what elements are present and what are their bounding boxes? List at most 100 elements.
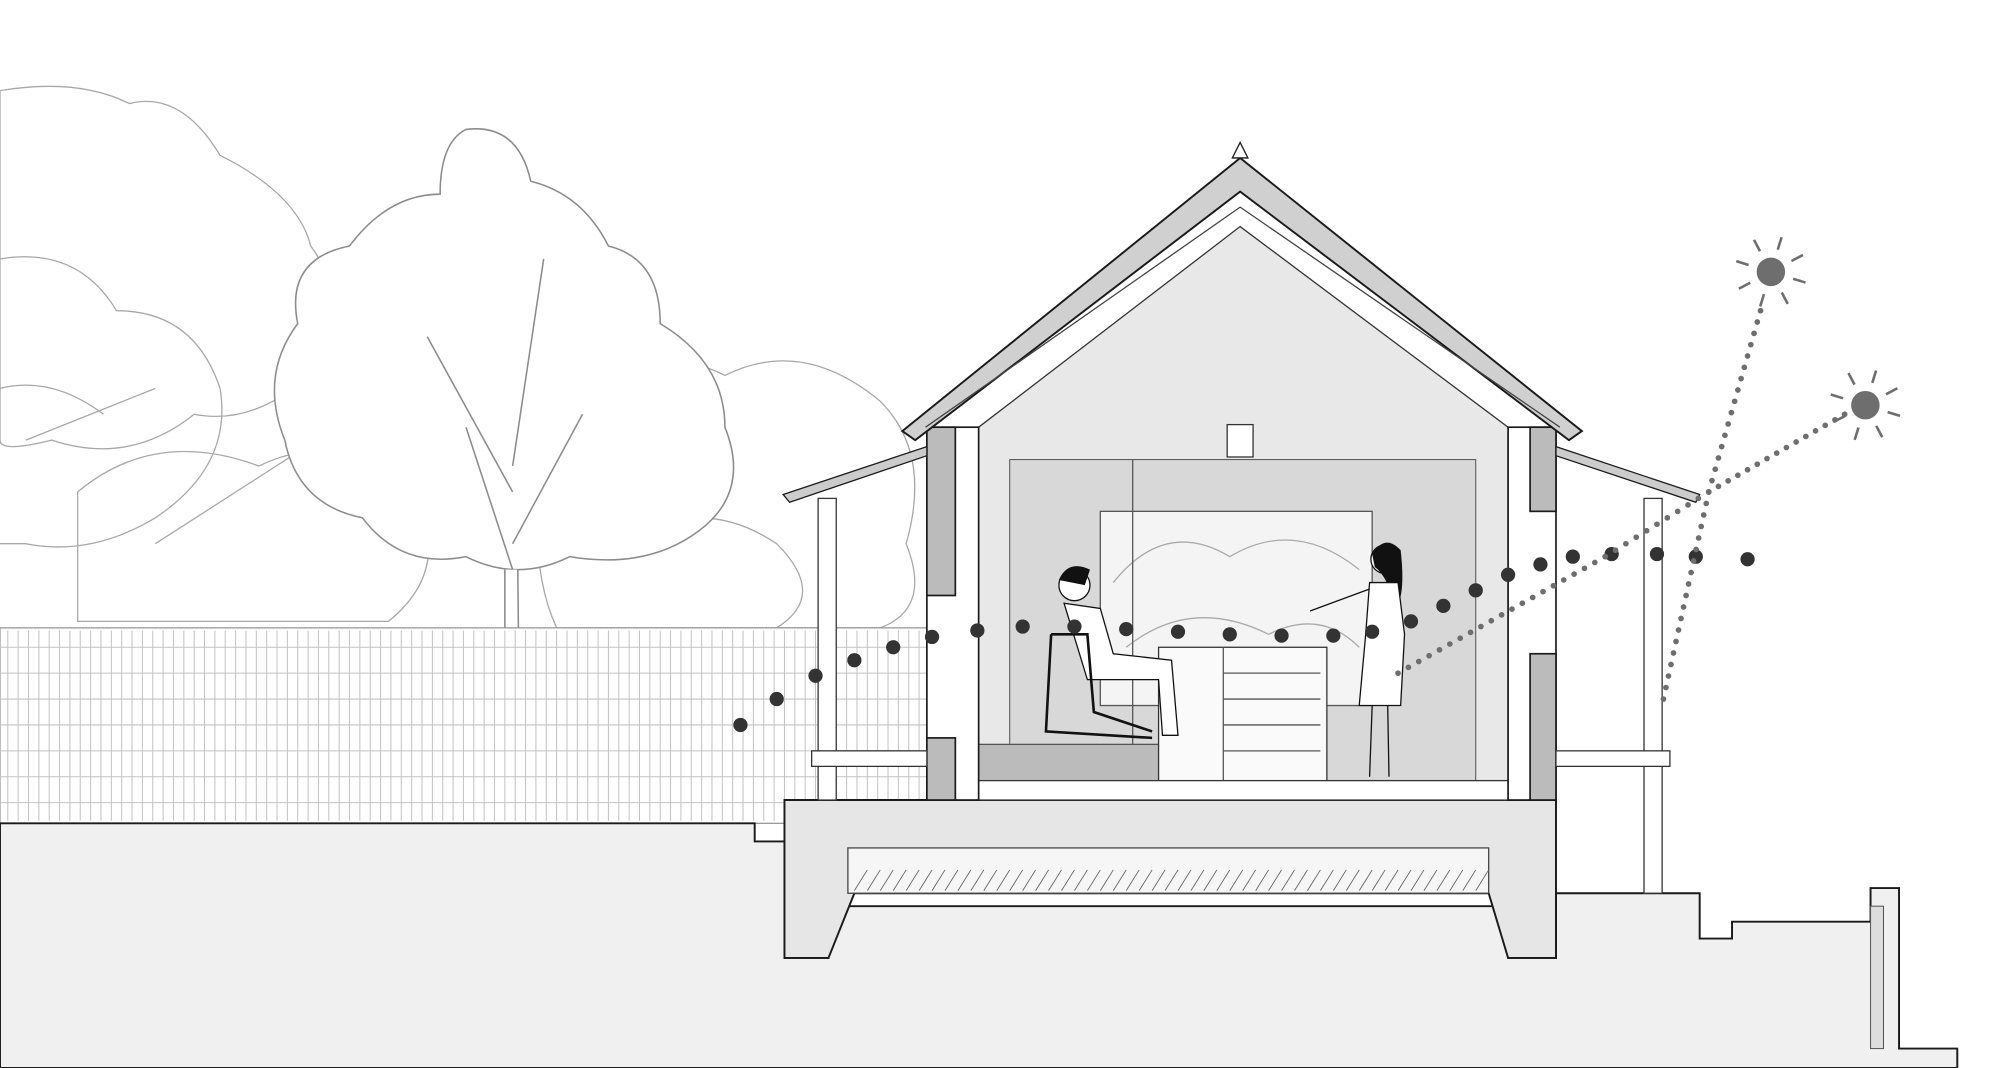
foundation [783,799,1557,959]
sunlight-dot [1685,581,1692,587]
insulation-hatch [1203,869,1218,891]
left-porch-roof [782,445,928,504]
insulation-hatch [931,869,946,891]
desk [1157,646,1328,784]
insulation-hatch [866,869,881,891]
insulation-hatch [957,869,972,891]
sunlight-dot [1478,623,1484,630]
airflow-dot [1533,557,1548,572]
sunlight-dot [1571,571,1577,577]
sunlight-dot [1498,612,1505,618]
insulation-hatch [1449,869,1464,891]
sunlight-dot [1747,341,1754,348]
sunlight-dot [1612,547,1619,554]
airflow-dot [1015,619,1030,634]
sunlight-dot [1457,635,1464,642]
airflow-dot [1274,628,1289,643]
sun-icon [1830,370,1901,441]
sunlight-dot [1529,594,1536,601]
insulation-hatch [1397,869,1412,891]
sunlight-dot [1802,433,1809,440]
insulation-hatch [1086,869,1101,891]
sunlight-dot [1665,673,1672,679]
sunlight-dot [1633,534,1640,541]
airflow-dot [1119,622,1134,637]
sun-ray [1758,293,1766,307]
insulation-hatch [1177,869,1192,891]
sunlight-dot [1735,472,1741,479]
airflow-dot [1468,583,1483,598]
insulation-hatch [1009,869,1024,891]
insulation-hatch [1229,869,1244,891]
airflow-dot [1222,627,1237,642]
sunlight-dot [1436,647,1443,653]
sunlight-dot [1744,466,1751,473]
sunlight-dot [1581,565,1588,572]
sunlight-dot [1683,592,1689,599]
insulation-hatch [983,869,998,891]
sunlight-dot [1832,416,1838,423]
sunlight-dot [1757,307,1764,314]
insulation-hatch [1216,869,1231,891]
insulation-hatch [1371,869,1386,891]
sun-ray [1735,259,1749,267]
insulation-hatch [944,869,959,891]
airflow-dot [1365,624,1380,639]
sun-ray [1875,425,1884,438]
insulation-hatch [1436,869,1451,891]
sunlight-dot [1643,527,1650,534]
insulation-hatch [996,869,1011,891]
sunlight-dot [1550,582,1557,589]
insulation-hatch [1190,869,1205,891]
sun-icon [1735,236,1806,307]
sun-ray [1871,370,1878,384]
sunlight-dot [1415,658,1422,665]
insulation-hatch [1099,869,1114,891]
sunlight-dot [1426,652,1432,659]
sunlight-dot [1822,422,1829,429]
retaining-wall [1870,905,1885,1050]
sunlight-dot [1668,661,1674,668]
insulation-hatch [1268,869,1282,891]
sunlight-dot [1688,569,1694,576]
sunlight-dot [1664,514,1671,521]
sun-ray [1790,253,1804,263]
airflow-dot [808,668,823,683]
sunlight-dot [1709,477,1715,484]
sunlight-dot [1741,364,1748,371]
walls [926,426,1557,801]
sunlight-dot [1722,432,1728,439]
sunlight-dot [1754,319,1761,325]
insulation-hatch [1138,869,1153,891]
sunlight-dot [1540,588,1546,595]
airflow-dot [1500,567,1516,582]
insulation-hatch [1462,869,1477,891]
sunlight-dot [1751,330,1757,337]
sunlight-dot [1705,489,1712,495]
sunlight-dot [1670,650,1677,656]
insulation-hatch [1035,869,1049,891]
insulation-hatch [1307,869,1321,891]
sunlight-dot [1715,455,1722,461]
insulation-hatch [1164,869,1179,891]
insulation-hatch [1125,869,1140,891]
insulation-hatch [1048,869,1062,891]
insulation-hatch [1384,869,1399,891]
sunlight-dot [1509,606,1515,612]
sun-ray [1887,410,1901,418]
insulation-hatch [1345,869,1360,891]
sunlight-dot [1673,638,1679,645]
insulation-hatch [905,869,920,891]
airflow-dot [924,629,940,645]
sunlight-dot [1725,421,1732,427]
insulation-hatch [1151,869,1166,891]
insulation-hatch [1320,869,1334,891]
airflow-dot [1565,549,1580,564]
sun-ray [1752,239,1762,252]
insulation-hatch [1112,869,1127,891]
sunlight-dot [1744,353,1751,359]
sunlight-dot [1623,540,1629,547]
sunlight-dot [1715,483,1722,490]
sunlight-dot [1519,600,1526,607]
insulation-hatch [892,869,907,891]
